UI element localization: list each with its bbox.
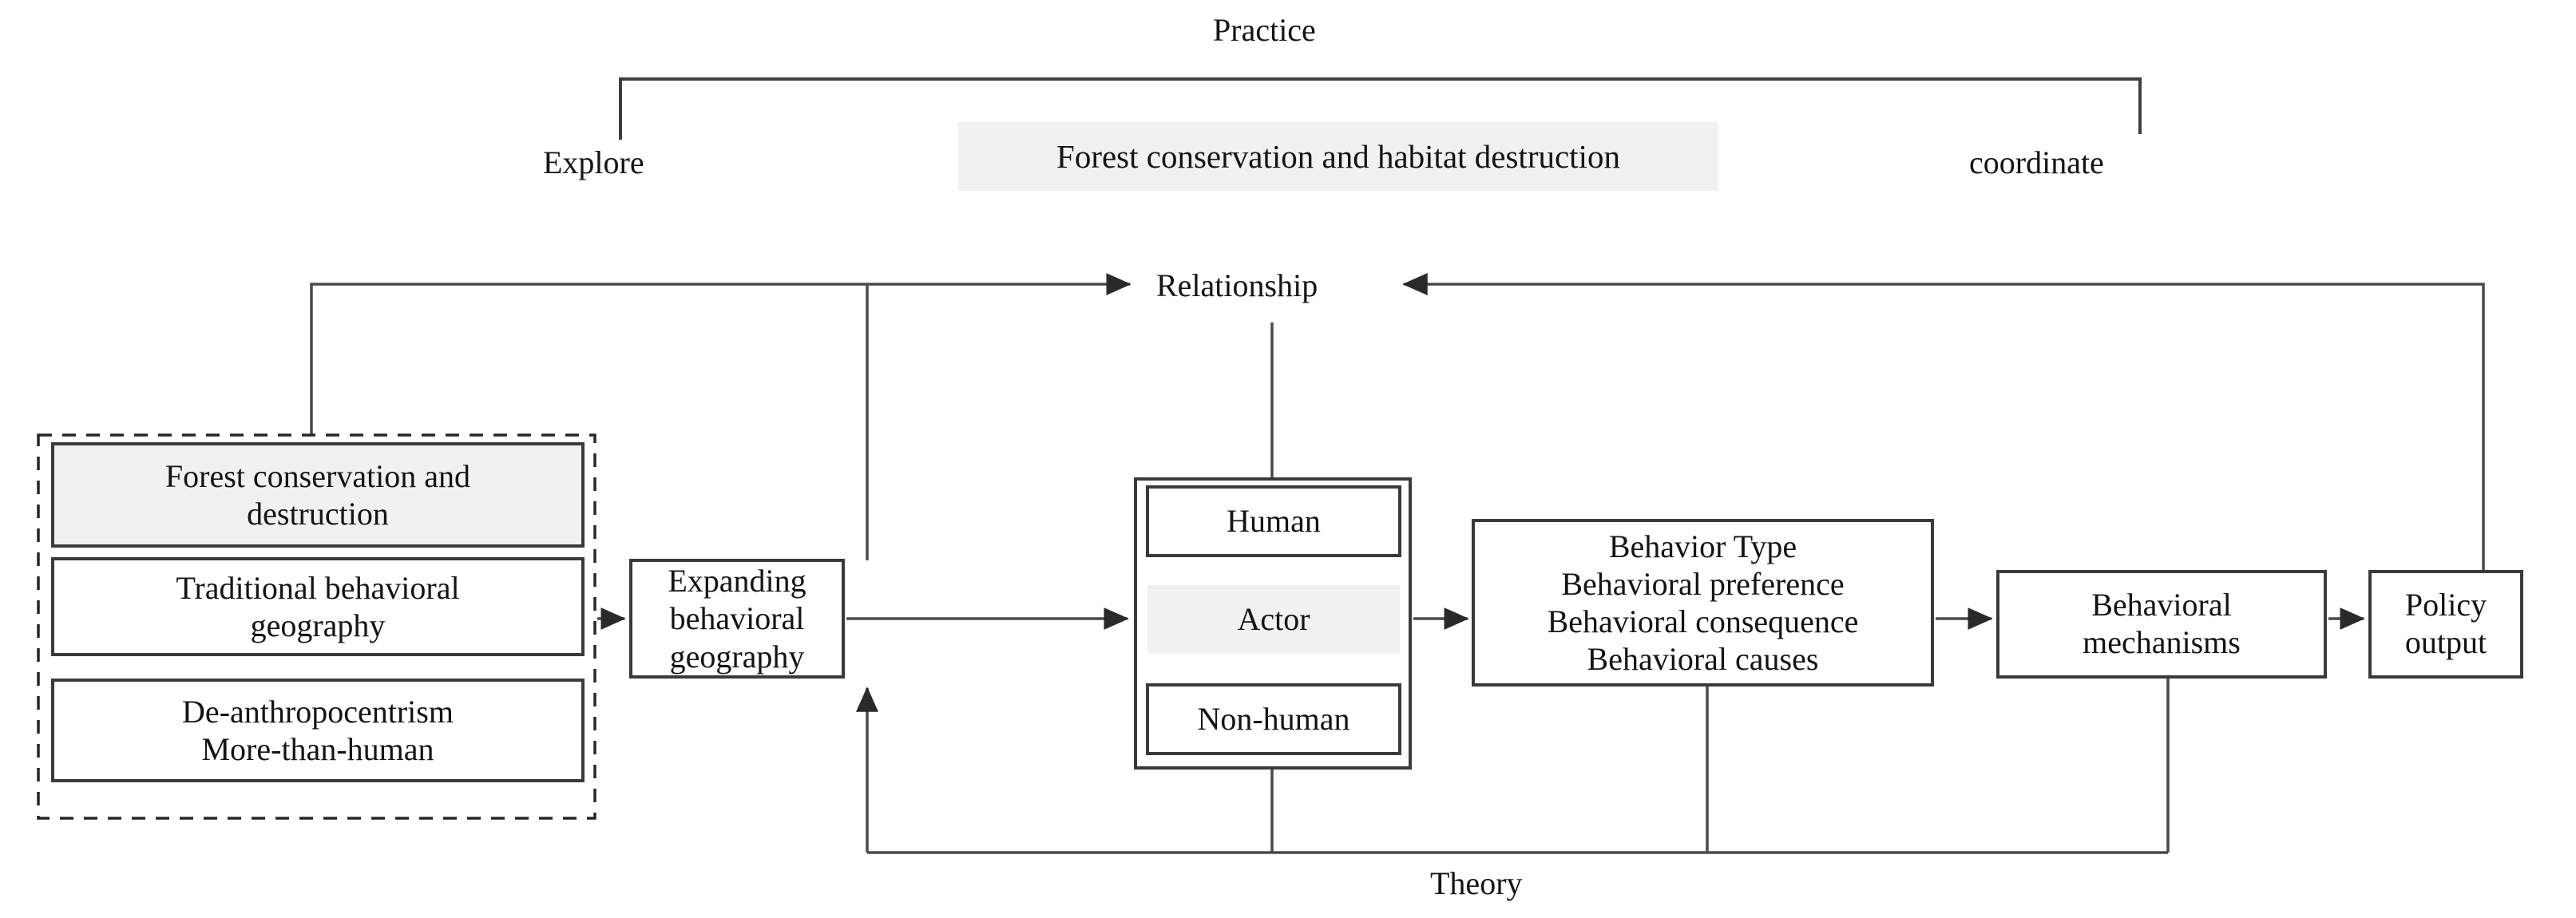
source-box-1[interactable] [51,442,585,548]
non-human-box[interactable] [1146,683,1401,755]
practice-banner-box [958,122,1718,191]
relationship-label: Relationship [1156,267,1318,303]
source-box-3[interactable] [51,679,585,782]
behavior-type-box[interactable] [1472,519,1934,687]
relationship-connectors [310,273,2485,639]
source-group-dashed-container [37,433,596,820]
practice-bracket [619,77,2142,140]
policy-output-box[interactable] [2368,570,2523,679]
theory-rail [856,677,2170,854]
source-box-2[interactable] [51,557,585,656]
explore-label: Explore [543,144,644,180]
coordinate-label: coordinate [1969,144,2104,180]
practice-label: Practice [1213,12,1316,48]
behavioral-mechanisms-box[interactable] [1996,570,2327,679]
expanding-behavioral-geography-box[interactable] [629,559,845,679]
theory-label: Theory [1430,865,1523,901]
actor-box[interactable] [1147,585,1400,654]
human-box[interactable] [1146,485,1401,557]
